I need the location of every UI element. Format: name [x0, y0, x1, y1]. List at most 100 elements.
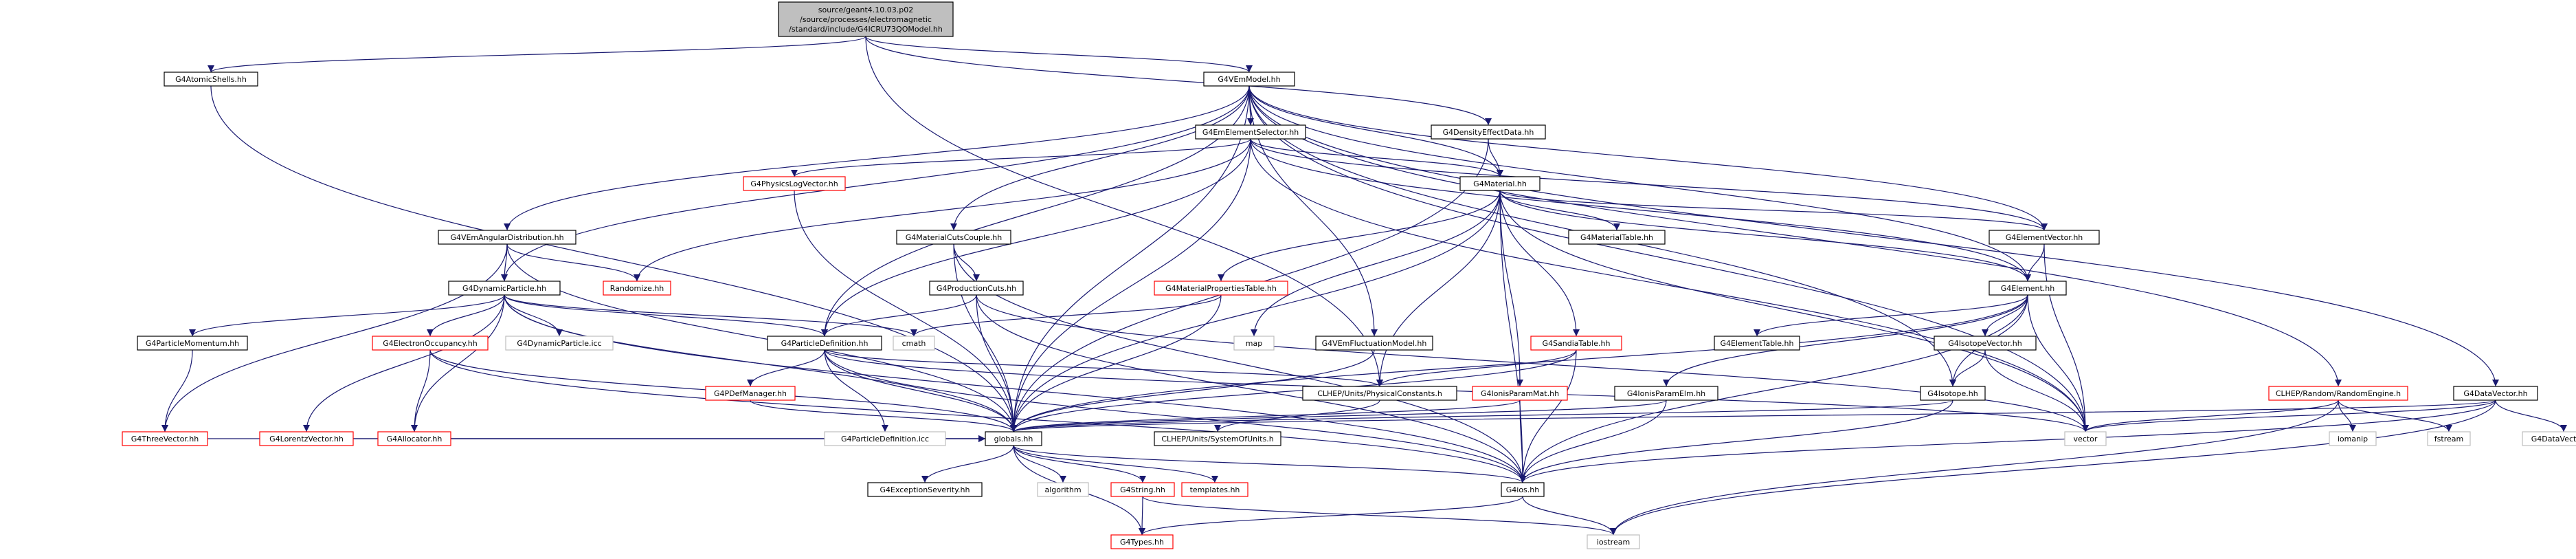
- node-element[interactable]: G4Element.hh: [1989, 281, 2067, 296]
- node-algorithm: algorithm: [1037, 482, 1089, 497]
- node-isotope[interactable]: G4Isotope.hh: [1920, 386, 1986, 401]
- edge-sandia-to-physconst: [1376, 349, 1577, 387]
- node-randomize[interactable]: Randomize.hh: [603, 281, 671, 296]
- node-root[interactable]: source/geant4.10.03.p02/source/processes…: [778, 1, 954, 37]
- edge-isotope-to-g4ios: [1519, 399, 1953, 483]
- edge-partdef-to-g4ios: [824, 349, 1526, 483]
- node-eltable[interactable]: G4ElementTable.hh: [1714, 336, 1800, 351]
- edge-root-to-atomic: [208, 36, 866, 73]
- node-atomic[interactable]: G4AtomicShells.hh: [164, 72, 258, 87]
- edge-vem-to-element: [1248, 85, 2031, 282]
- edge-globals-to-excsev: [921, 445, 1014, 483]
- edge-vem-to-partdef: [821, 85, 1250, 337]
- node-matcuts[interactable]: G4MaterialCutsCouple.hh: [896, 230, 1011, 245]
- node-elemvec[interactable]: G4ElementVector.hh: [1989, 230, 2100, 245]
- node-box: [1459, 176, 1541, 191]
- node-threevec[interactable]: G4ThreeVector.hh: [122, 431, 208, 446]
- node-dvicc: G4DataVector.icc: [2522, 431, 2576, 446]
- node-sandia[interactable]: G4SandiaTable.hh: [1530, 336, 1622, 351]
- node-vemang[interactable]: G4VEmAngularDistribution.hh: [438, 230, 576, 245]
- node-box: [1181, 482, 1248, 497]
- node-label: G4LorentzVector.hh: [269, 435, 344, 443]
- node-ionpmat[interactable]: G4IonisParamMat.hh: [1472, 386, 1568, 401]
- node-excsev[interactable]: G4ExceptionSeverity.hh: [867, 482, 983, 497]
- node-label: source/geant4.10.03.p02: [818, 6, 913, 14]
- node-isovec[interactable]: G4IsotopeVector.hh: [1934, 336, 2037, 351]
- node-dynpart[interactable]: G4DynamicParticle.hh: [448, 281, 561, 296]
- edge-vem-to-clhepeng: [1248, 85, 2342, 387]
- node-box: [1934, 336, 2037, 351]
- node-box: [1302, 386, 1457, 401]
- node-box: [1195, 124, 1306, 140]
- node-g4string[interactable]: G4String.hh: [1110, 482, 1175, 497]
- node-partdef[interactable]: G4ParticleDefinition.hh: [767, 336, 882, 351]
- edge-globals-to-g4ios: [1013, 445, 1526, 483]
- edge-material-to-elemvec: [1499, 190, 2048, 231]
- node-ionpelm[interactable]: G4IonisParamElm.hh: [1614, 386, 1718, 401]
- edge-root-to-density: [865, 36, 1492, 126]
- node-g4ios[interactable]: G4ios.hh: [1501, 482, 1545, 497]
- node-label: cmath: [902, 339, 926, 348]
- edge-vem-to-globals: [1010, 85, 1250, 432]
- node-g4types[interactable]: G4Types.hh: [1110, 534, 1174, 549]
- node-vector: vector: [2064, 431, 2107, 446]
- edge-matcuts-to-prodcuts: [953, 243, 980, 282]
- edge-prodcuts-to-g4ios: [976, 294, 1526, 483]
- node-partmom[interactable]: G4ParticleMomentum.hh: [137, 336, 248, 351]
- edge-root-to-physconst: [865, 36, 1383, 387]
- node-templates[interactable]: templates.hh: [1181, 482, 1248, 497]
- edge-emelsel-to-elemvec: [1250, 138, 2048, 231]
- edge-isovec-to-vector: [1984, 349, 2089, 432]
- edge-emelsel-to-material: [1250, 138, 1503, 177]
- node-label: G4AtomicShells.hh: [175, 75, 247, 84]
- node-sysunits[interactable]: CLHEP/Units/SystemOfUnits.h: [1154, 431, 1281, 446]
- node-physconst[interactable]: CLHEP/Units/PhysicalConstants.h: [1302, 386, 1457, 401]
- node-label: G4VEmFluctuationModel.hh: [1322, 339, 1427, 348]
- node-label: iomanip: [2338, 435, 2368, 443]
- node-emelsel[interactable]: G4EmElementSelector.hh: [1195, 124, 1306, 140]
- edge-element-to-isovec: [1982, 294, 2028, 337]
- edge-partdef-to-pdeficc: [824, 349, 888, 432]
- node-vemfluct[interactable]: G4VEmFluctuationModel.hh: [1315, 336, 1433, 351]
- node-label: G4ProductionCuts.hh: [937, 284, 1016, 293]
- edge-emelsel-to-randomize: [634, 138, 1251, 282]
- edge-material-to-ionpmat: [1499, 190, 1523, 387]
- node-box: [1989, 281, 2067, 296]
- node-box: [122, 431, 208, 446]
- node-box: [448, 281, 561, 296]
- edge-matprop-to-globals: [1010, 294, 1222, 432]
- node-globals[interactable]: globals.hh: [985, 431, 1042, 446]
- node-prodcuts[interactable]: G4ProductionCuts.hh: [929, 281, 1024, 296]
- node-box: [1530, 336, 1622, 351]
- node-label: algorithm: [1044, 485, 1081, 494]
- node-fstream: fstream: [2427, 431, 2471, 446]
- node-clhepeng[interactable]: CLHEP/Random/RandomEngine.h: [2268, 386, 2408, 401]
- edge-root-to-vem: [865, 36, 1253, 73]
- node-dynicc: G4DynamicParticle.icc: [505, 336, 614, 351]
- edge-dynpart-to-cmath: [504, 294, 917, 337]
- node-box: [603, 281, 671, 296]
- node-box: [1315, 336, 1433, 351]
- node-pdefmgr[interactable]: G4PDefManager.hh: [705, 386, 796, 401]
- node-matprop[interactable]: G4MaterialPropertiesTable.hh: [1154, 281, 1288, 296]
- edge-material-to-physconst: [1376, 190, 1501, 387]
- node-physlog[interactable]: G4PhysicsLogVector.hh: [743, 176, 846, 191]
- node-box: [767, 336, 882, 351]
- node-box: [2268, 386, 2408, 401]
- node-lorentz[interactable]: G4LorentzVector.hh: [259, 431, 354, 446]
- edge-elemvec-to-vector: [2043, 243, 2089, 432]
- node-density[interactable]: G4DensityEffectData.hh: [1431, 124, 1546, 140]
- node-elocc[interactable]: G4ElectronOccupancy.hh: [372, 336, 489, 351]
- node-box: [2522, 431, 2576, 446]
- node-vem[interactable]: G4VEmModel.hh: [1203, 72, 1295, 87]
- node-datavec[interactable]: G4DataVector.hh: [2453, 386, 2538, 401]
- edge-material-to-globals: [1010, 190, 1501, 432]
- node-mattable[interactable]: G4MaterialTable.hh: [1568, 230, 1666, 245]
- node-material[interactable]: G4Material.hh: [1459, 176, 1541, 191]
- node-alloc[interactable]: G4Allocator.hh: [377, 431, 451, 446]
- node-box: [505, 336, 614, 351]
- node-label: G4IsotopeVector.hh: [1948, 339, 2022, 348]
- edge-partdef-to-pdefmgr: [747, 349, 825, 387]
- node-box: [438, 230, 576, 245]
- node-box: [1472, 386, 1568, 401]
